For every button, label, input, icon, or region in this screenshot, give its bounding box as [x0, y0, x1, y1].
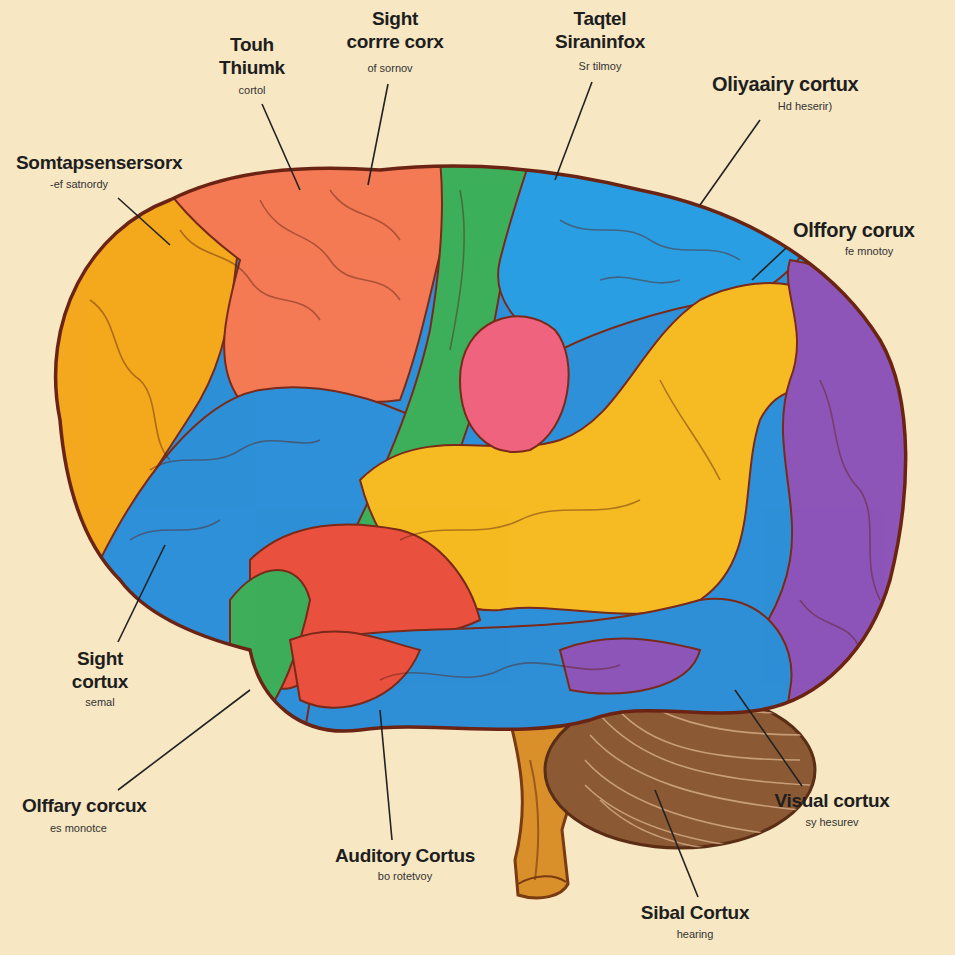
leader-line: [368, 84, 388, 185]
region-sublabel: Sr tilmoy: [579, 60, 622, 73]
leader-line: [118, 82, 802, 897]
cerebrum: [90, 190, 880, 680]
region-sublabel: cortol: [239, 84, 266, 97]
leader-line: [655, 790, 698, 897]
leader-line: [752, 248, 786, 280]
region-label: Touh Thiumk: [219, 34, 285, 80]
region-label: Olffory corux: [793, 218, 915, 242]
region-sublabel: -ef satnordy: [50, 178, 108, 191]
region-label: Taqtel Siraninfox: [555, 8, 645, 54]
region-sublabel: Hd heserir): [778, 100, 832, 113]
cerebrum: [460, 316, 569, 452]
region-sublabel: of sornov: [367, 62, 412, 75]
cerebrum: [90, 300, 170, 460]
cerebrum: [150, 440, 320, 470]
cerebellum: [585, 785, 750, 848]
leader-line: [700, 120, 760, 205]
cerebrum: [20, 150, 920, 760]
cerebrum: [56, 166, 906, 731]
region-label: Oliyaairy cortux: [712, 72, 858, 96]
region-label: Sight cortux: [72, 648, 128, 694]
region-label: Visual cortux: [774, 790, 889, 813]
leader-line: [118, 545, 165, 642]
cerebellum: [585, 700, 810, 850]
cerebrum: [820, 380, 880, 600]
cerebrum: [290, 631, 420, 707]
cerebrum: [800, 600, 860, 650]
cerebrum: [600, 277, 680, 283]
cerebrum: [560, 220, 740, 260]
cerebrum: [330, 190, 400, 240]
cerebrum: [450, 190, 464, 350]
leader-line: [555, 82, 592, 180]
cerebellum: [585, 760, 780, 835]
leader-line: [118, 198, 170, 245]
cerebellum: [590, 735, 800, 810]
region-label: Somtapsensersorx: [16, 152, 182, 175]
cerebrum: [130, 520, 220, 540]
cerebrum: [560, 638, 700, 693]
cerebrum: [260, 200, 400, 300]
cerebellum: [600, 800, 720, 850]
leader-line: [262, 104, 300, 190]
region-sublabel: sy hesurev: [805, 816, 858, 829]
region-sublabel: bo rotetvoy: [378, 870, 432, 883]
leader-line: [735, 690, 802, 786]
leader-line: [118, 690, 250, 790]
region-label: Sight corrre corx: [335, 8, 455, 54]
region-sublabel: hearing: [677, 928, 714, 941]
cerebrum: [660, 380, 720, 480]
cerebrum: [20, 150, 920, 760]
cerebrum: [400, 500, 640, 540]
region-label: Sibal Cortux: [641, 902, 749, 925]
region-label: Olffary corcux: [22, 795, 147, 818]
region-label: Auditory Cortus: [335, 845, 475, 868]
region-sublabel: semal: [85, 696, 114, 709]
brainstem: [518, 876, 566, 884]
leader-line: [380, 710, 392, 840]
cerebrum: [180, 230, 320, 320]
region-sublabel: es monotce: [50, 822, 107, 835]
region-sublabel: fe mnotoy: [845, 245, 893, 258]
cerebrum: [380, 663, 620, 680]
brainstem: [530, 760, 538, 880]
